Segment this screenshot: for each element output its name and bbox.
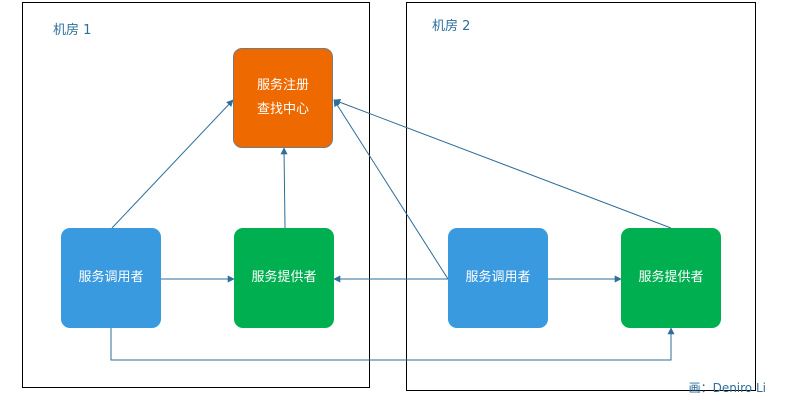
- arrow-provider1-to-registry: [280, 147, 288, 229]
- arrow-provider2-to-registry: [333, 98, 672, 229]
- author-credit: 画：Deniro Li: [688, 381, 766, 395]
- registry-label-line1: 服务注册: [256, 78, 309, 93]
- consumer1-label: 服务调用者: [78, 270, 144, 285]
- provider2-label: 服务提供者: [638, 270, 704, 285]
- datacenter-1-frame: [22, 2, 370, 388]
- arrow-consumer1-to-registry: [111, 99, 234, 229]
- service-consumer-2-node: 服务调用者: [448, 228, 548, 328]
- provider1-label: 服务提供者: [251, 270, 317, 285]
- service-consumer-1-node: 服务调用者: [61, 228, 161, 328]
- service-provider-2-node: 服务提供者: [621, 228, 721, 328]
- consumer2-label: 服务调用者: [465, 270, 531, 285]
- registry-label-line2: 查找中心: [256, 102, 309, 117]
- datacenter-2-frame: [406, 2, 756, 391]
- datacenter-2-label: 机房 2: [432, 19, 471, 34]
- datacenter-1-label: 机房 1: [53, 23, 92, 38]
- arrow-consumer2-to-registry: [333, 99, 449, 280]
- service-provider-1-node: 服务提供者: [234, 228, 334, 328]
- arrow-consumer1-to-provider2: [110, 327, 675, 361]
- service-registry-node: 服务注册 查找中心: [233, 48, 333, 148]
